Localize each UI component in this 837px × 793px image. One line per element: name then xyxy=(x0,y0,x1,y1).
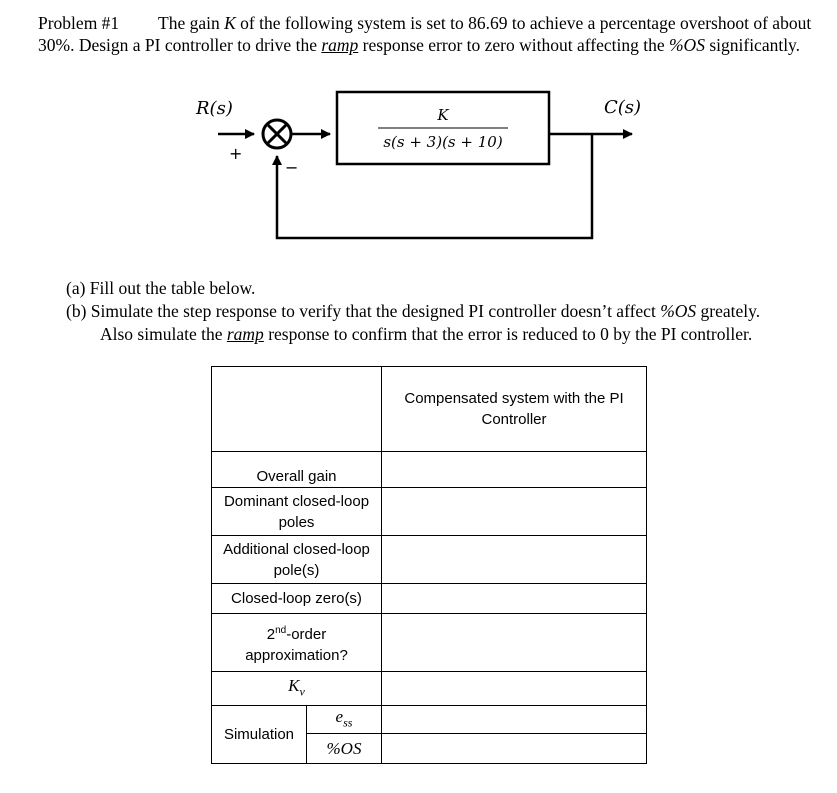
problem-statement: Problem #1 The gain K of the following sy… xyxy=(38,12,818,56)
problem-text-b: of the following system is set to 86.69 … xyxy=(38,13,812,55)
results-table: Compensated system with the PI Controlle… xyxy=(211,366,647,765)
cell-closed-loop-zeros[interactable] xyxy=(381,583,647,614)
table-row: Closed-loop zero(s) xyxy=(211,583,647,614)
plant-numerator: K xyxy=(436,106,449,124)
label-additional-poles: Additional closed-loop pole(s) xyxy=(211,535,382,584)
problem-text-a: The gain xyxy=(158,13,225,33)
minus-sign: − xyxy=(285,158,298,177)
cell-pos[interactable] xyxy=(381,733,647,765)
plus-sign: + xyxy=(229,144,242,163)
label-kv: Kv xyxy=(211,671,382,706)
problem-text-d: significantly. xyxy=(704,35,801,55)
gain-symbol: K xyxy=(224,13,236,33)
input-label: R(s) xyxy=(195,98,233,119)
table-row: Kv xyxy=(211,671,647,706)
cell-ess[interactable] xyxy=(381,704,647,735)
ramp-word: ramp xyxy=(321,35,359,55)
header-compensated: Compensated system with the PI Controlle… xyxy=(381,366,647,452)
cell-2nd-order[interactable] xyxy=(381,613,647,672)
problem-text-c: response error to zero without affecting… xyxy=(358,35,669,55)
output-label: C(s) xyxy=(604,97,641,118)
problem-number: Problem #1 xyxy=(38,13,120,33)
plant-block xyxy=(335,90,551,166)
cell-overall-gain[interactable] xyxy=(381,451,647,488)
label-simulation: Simulation xyxy=(211,704,307,765)
label-pos: %OS xyxy=(306,733,382,765)
label-overall-gain: Overall gain xyxy=(211,451,382,488)
table-row: %OS xyxy=(212,733,647,765)
percent-overshoot-symbol: %OS xyxy=(668,35,705,55)
feedback-path xyxy=(272,134,594,240)
part-a: (a) Fill out the table below. xyxy=(66,278,256,298)
table-row: Dominant closed-loop poles xyxy=(211,487,647,536)
table-row: Additional closed-loop pole(s) xyxy=(211,535,647,584)
label-closed-loop-zeros: Closed-loop zero(s) xyxy=(211,583,382,614)
label-dominant-poles: Dominant closed-loop poles xyxy=(211,487,382,536)
label-2nd-order: 2nd-order approximation? xyxy=(211,613,382,672)
part-b-line2: Also simulate the ramp response to confi… xyxy=(100,324,753,344)
cell-kv[interactable] xyxy=(381,671,647,706)
table-row: 2nd-order approximation? xyxy=(211,613,647,672)
part-b-line1: (b) Simulate the step response to verify… xyxy=(66,301,761,321)
problem-parts: (a) Fill out the table below. (b) Simula… xyxy=(66,277,826,346)
cell-dominant-poles[interactable] xyxy=(381,487,647,536)
block-diagram: R(s) + − K s(s + 3)(s + 10) C(s) xyxy=(195,90,641,240)
table-row: Overall gain xyxy=(211,451,647,488)
label-ess: ess xyxy=(306,704,382,735)
summing-junction xyxy=(261,118,293,150)
table-header-row: Compensated system with the PI Controlle… xyxy=(211,366,647,452)
cell-additional-poles[interactable] xyxy=(381,535,647,584)
plant-denominator: s(s + 3)(s + 10) xyxy=(383,133,502,151)
blank-corner-cell xyxy=(211,366,382,452)
table-row: Simulation ess xyxy=(211,704,647,765)
